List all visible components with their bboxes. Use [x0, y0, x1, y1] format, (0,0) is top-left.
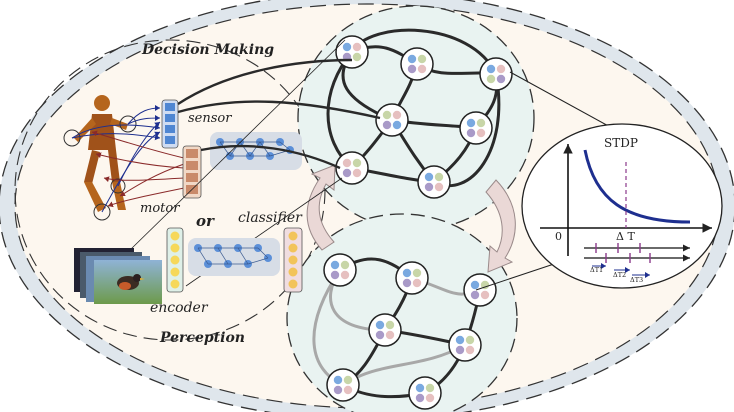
sensor-wires	[71, 105, 161, 213]
perception-nodes	[323, 253, 497, 410]
classifier-column	[283, 227, 303, 293]
neuron-node	[335, 35, 369, 69]
zoom-lines	[475, 71, 613, 291]
neuron-node	[459, 111, 493, 145]
neuron-node	[417, 165, 451, 199]
decision-leader-curves	[177, 58, 381, 170]
neuron-node	[395, 261, 429, 295]
stdp-title: STDP	[604, 136, 638, 150]
neuron-node	[335, 151, 369, 185]
stdp-t3: ΔT3	[630, 276, 643, 284]
neuron-node	[375, 103, 409, 137]
perception-label: Perception	[159, 330, 245, 346]
classifier-label: classifier	[238, 210, 303, 226]
spike-train	[584, 243, 690, 263]
neuron-node	[368, 313, 402, 347]
down-arrow	[485, 179, 516, 273]
or-label: or	[196, 212, 215, 230]
motor-column	[182, 145, 202, 199]
stdp-origin: 0	[555, 230, 562, 243]
neuron-node	[408, 376, 442, 410]
stdp-delta-t: Δ T	[616, 230, 635, 243]
stdp-t1: ΔT1	[590, 266, 603, 274]
interval-arrows	[592, 263, 650, 278]
mini-network-bottom	[188, 238, 280, 276]
bird-photo-image	[94, 260, 162, 304]
neuron-node	[448, 328, 482, 362]
motor-wires	[91, 130, 185, 208]
neuron-node	[326, 368, 360, 402]
neuron-node	[479, 57, 513, 91]
neuron-node	[463, 273, 497, 307]
stdp-curve	[583, 149, 691, 224]
sensor-column	[161, 99, 179, 149]
stdp-panel: STDP 0 Δ T ΔT1 ΔT2 ΔT3	[521, 123, 723, 289]
neuron-node	[323, 253, 357, 287]
stdp-t2: ΔT2	[613, 271, 626, 279]
neuron-node	[400, 47, 434, 81]
encoder-label: encoder	[150, 300, 209, 316]
encoder-column	[166, 227, 184, 293]
decision-nodes	[335, 35, 513, 199]
decision-making-label: Decision Making	[141, 42, 274, 58]
sensor-label: sensor	[188, 111, 232, 126]
motor-label: motor	[140, 201, 180, 216]
